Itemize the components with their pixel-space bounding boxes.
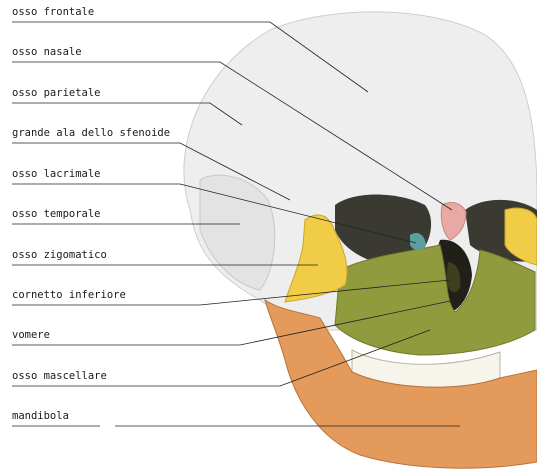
label-grande-ala: grande ala dello sfenoide: [12, 127, 170, 139]
label-osso-parietale: osso parietale: [12, 87, 101, 99]
label-osso-temporale: osso temporale: [12, 208, 101, 220]
label-mandibola: mandibola: [12, 410, 69, 422]
label-cornetto-inferiore: cornetto inferiore: [12, 289, 126, 301]
label-osso-zigomatico: osso zigomatico: [12, 249, 107, 261]
label-osso-mascellare: osso mascellare: [12, 370, 107, 382]
label-osso-frontale: osso frontale: [12, 6, 94, 18]
label-vomere: vomere: [12, 329, 50, 341]
label-osso-nasale: osso nasale: [12, 46, 82, 58]
label-osso-lacrimale: osso lacrimale: [12, 168, 101, 180]
maxilla: [335, 245, 535, 355]
